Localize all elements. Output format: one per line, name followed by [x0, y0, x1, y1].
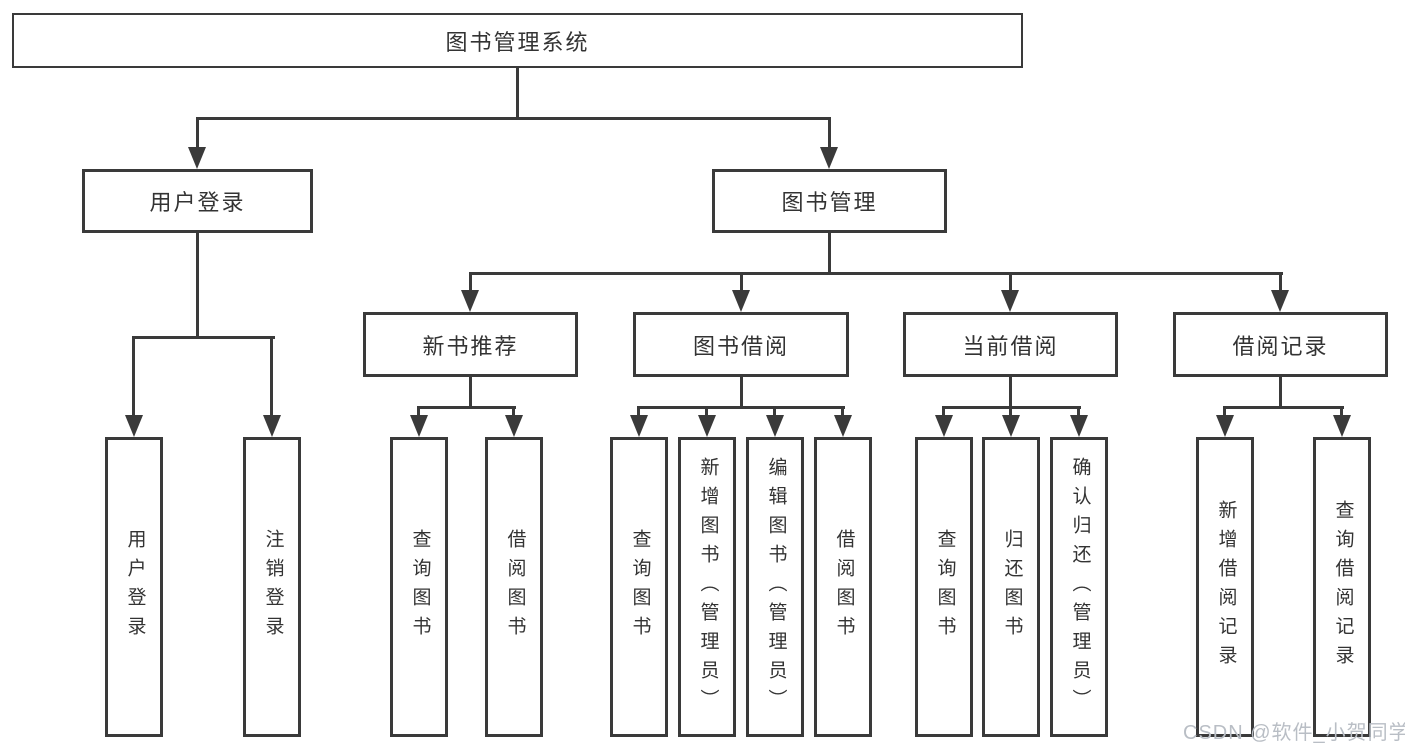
connector-line	[1340, 406, 1343, 419]
node-label: 确认归还（管理员）	[1069, 456, 1091, 718]
connector-line	[196, 117, 831, 120]
arrow-down-icon	[461, 290, 479, 312]
node-label: 查询图书	[629, 529, 651, 645]
connector-line	[516, 68, 519, 119]
arrow-down-icon	[1070, 415, 1088, 437]
arrow-down-icon	[1333, 415, 1351, 437]
arrow-down-icon	[410, 415, 428, 437]
leaf-query-books-current: 查询图书	[915, 437, 973, 737]
node-new-book-recommendation: 新书推荐	[363, 312, 578, 377]
node-label: 查询借阅记录	[1332, 500, 1354, 674]
node-label: 查询图书	[934, 529, 956, 645]
leaf-query-borrow-record: 查询借阅记录	[1313, 437, 1371, 737]
connector-line	[942, 406, 945, 419]
leaf-user-login: 用户登录	[105, 437, 163, 737]
connector-line	[705, 406, 708, 419]
arrow-down-icon	[1216, 415, 1234, 437]
leaf-edit-book-admin: 编辑图书（管理员）	[746, 437, 804, 737]
connector-line	[773, 406, 776, 419]
arrow-down-icon	[1002, 415, 1020, 437]
node-label: 归还图书	[1001, 529, 1023, 645]
node-label: 借阅图书	[504, 529, 526, 645]
leaf-borrow-books: 借阅图书	[814, 437, 872, 737]
arrow-down-icon	[732, 290, 750, 312]
connector-line	[132, 336, 275, 339]
leaf-add-book-admin: 新增图书（管理员）	[678, 437, 736, 737]
node-label: 用户登录	[149, 190, 246, 215]
connector-line	[637, 406, 640, 419]
connector-line	[828, 233, 831, 274]
node-user-login: 用户登录	[82, 169, 313, 233]
arrow-down-icon	[125, 415, 143, 437]
leaf-confirm-return-admin: 确认归还（管理员）	[1050, 437, 1108, 737]
node-borrowing-records: 借阅记录	[1173, 312, 1388, 377]
node-label: 查询图书	[409, 529, 431, 645]
arrow-down-icon	[630, 415, 648, 437]
leaf-return-books: 归还图书	[982, 437, 1040, 737]
connector-line	[1223, 406, 1344, 409]
connector-line	[469, 272, 472, 293]
connector-line	[1009, 377, 1012, 409]
connector-line	[132, 336, 135, 418]
node-label: 用户登录	[124, 529, 146, 645]
connector-line	[417, 406, 420, 419]
connector-line	[1279, 377, 1282, 409]
csdn-watermark: CSDN @软件_小贺同学	[1183, 722, 1405, 744]
leaf-logout: 注销登录	[243, 437, 301, 737]
connector-line	[1223, 406, 1226, 419]
connector-line	[637, 406, 845, 409]
connector-line	[1077, 406, 1080, 419]
connector-line	[1279, 272, 1282, 293]
node-label: 新书推荐	[422, 333, 519, 359]
node-label: 图书管理系统	[445, 29, 590, 55]
leaf-query-books-borrowing: 查询图书	[610, 437, 668, 737]
node-label: 编辑图书（管理员）	[765, 456, 787, 718]
connector-line	[196, 117, 199, 150]
connector-line	[270, 336, 273, 418]
node-book-management: 图书管理	[712, 169, 947, 233]
connector-line	[828, 117, 831, 150]
arrow-down-icon	[1001, 290, 1019, 312]
arrow-down-icon	[263, 415, 281, 437]
node-label: 当前借阅	[962, 333, 1059, 359]
arrow-down-icon	[1271, 290, 1289, 312]
arrow-down-icon	[766, 415, 784, 437]
leaf-add-borrow-record: 新增借阅记录	[1196, 437, 1254, 737]
arrow-down-icon	[188, 147, 206, 169]
arrow-down-icon	[505, 415, 523, 437]
arrow-down-icon	[834, 415, 852, 437]
node-label: 图书管理	[781, 190, 878, 215]
connector-line	[740, 377, 743, 409]
connector-line	[512, 406, 515, 419]
node-label: 借阅图书	[833, 529, 855, 645]
node-label: 新增借阅记录	[1215, 500, 1237, 674]
node-book-borrowing: 图书借阅	[633, 312, 849, 377]
connector-line	[1009, 272, 1012, 293]
leaf-borrow-books-recommend: 借阅图书	[485, 437, 543, 737]
connector-line	[841, 406, 844, 419]
arrow-down-icon	[935, 415, 953, 437]
leaf-query-books-recommend: 查询图书	[390, 437, 448, 737]
arrow-down-icon	[820, 147, 838, 169]
node-current-borrowing: 当前借阅	[903, 312, 1118, 377]
node-label: 注销登录	[262, 529, 284, 645]
node-label: 借阅记录	[1232, 333, 1329, 359]
connector-line	[417, 406, 516, 409]
connector-line	[1009, 406, 1012, 419]
node-label: 图书借阅	[692, 333, 789, 359]
node-label: 新增图书（管理员）	[697, 456, 719, 718]
connector-line	[740, 272, 743, 293]
node-library-management-system: 图书管理系统	[12, 13, 1023, 68]
connector-line	[469, 272, 1283, 275]
connector-line	[469, 377, 472, 409]
arrow-down-icon	[698, 415, 716, 437]
connector-line	[196, 233, 199, 338]
